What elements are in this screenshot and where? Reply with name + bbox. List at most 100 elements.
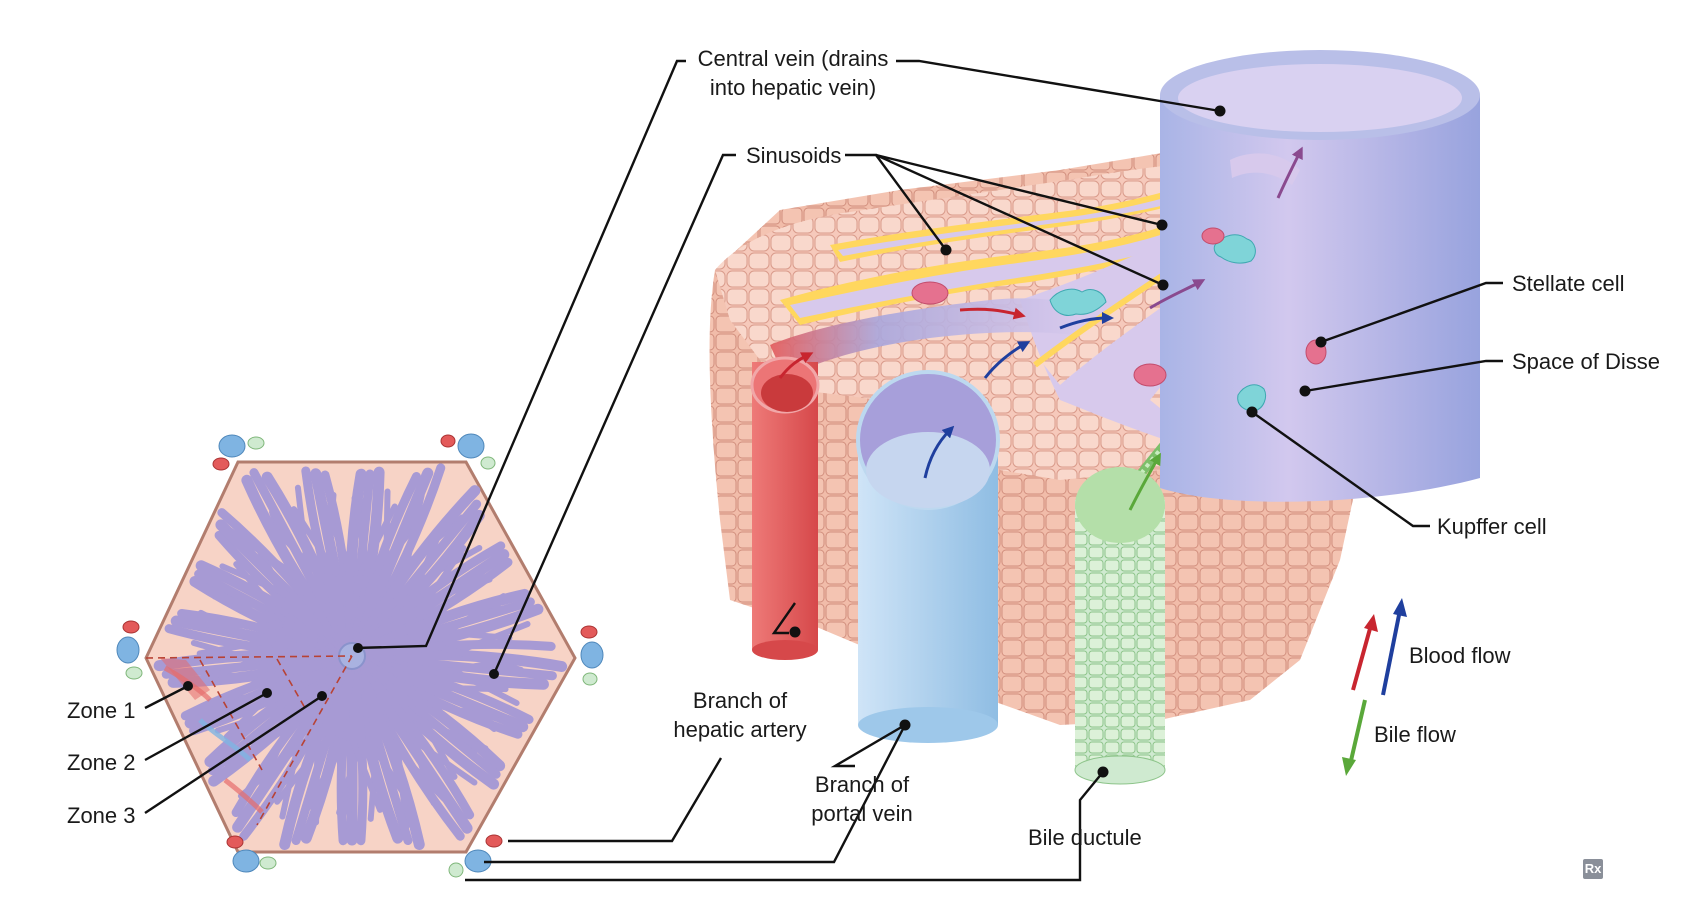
lobule-sinusoid-branch [321,500,355,578]
leader-hepatic-artery [771,602,796,635]
bile-flow-arrow [1348,699,1367,766]
portal-triad [448,834,503,878]
label-kupffer-cell: Kupffer cell [1437,514,1547,539]
leader-dot [899,719,911,731]
lobule-sinusoid-branch [351,495,372,577]
bile-ductule [1074,467,1166,785]
lobule-sinusoid-branch [400,492,425,582]
lobule-radial-sinusoids [153,463,568,851]
leader-kupffer [1251,411,1430,528]
blood-flow-arrow-red [1351,624,1373,691]
lobule-sinusoid-branch [383,488,391,577]
lobule-sinusoid-branch [241,474,349,649]
leader-portal-vein-lobule [484,724,907,864]
leader-dot [317,691,327,701]
lobule-sinusoid-branch [232,663,349,833]
lobule-sinusoid-branch [219,563,297,601]
label-stellate-cell: Stellate cell [1512,271,1625,296]
lobule-sinusoid-branch [211,593,290,616]
label-portal-vein-line2: portal vein [811,801,913,826]
lobule-sinusoid-branch [352,665,425,851]
lobule-sinusoid-branch [290,506,339,577]
label-zone2: Zone 2 [67,750,136,775]
lobule-sinusoid-branch [332,735,353,819]
zone-boundary-lines [145,655,353,826]
label-hepatic-artery-line1: Branch of [692,688,788,713]
portal-triad [580,625,604,686]
leader-dot [262,688,272,698]
lobule-sinusoid-branch [434,655,520,676]
flow-legend [1342,598,1407,776]
label-hepatic-artery-line2: hepatic artery [673,717,807,742]
lobule-sinusoid-branch [417,698,499,722]
leader-central-vein [354,59,686,650]
leader-dot [1097,766,1109,778]
hexagonal-lobule [144,460,577,854]
lobule-sinusoid-branch [310,468,355,646]
leader-dot [1156,219,1168,231]
lobule-sinusoid-branch [206,668,276,716]
lobule-sinusoid-branch [400,730,478,786]
portal-triad [440,433,496,470]
label-zone1: Zone 1 [67,698,136,723]
lobule-sinusoid-branch [355,663,473,834]
label-portal-vein-line1: Branch of [814,772,910,797]
lobule-sinusoid-branch [227,527,304,583]
leader-portal-vein [830,723,906,768]
lobule-sinusoid-branch [215,519,347,651]
leader-dot [1315,336,1327,348]
leader-dot [353,643,363,653]
lobule-sinusoid-branch [409,713,489,752]
leader-dot [940,244,952,256]
lobule-sinusoid-branch [363,639,556,659]
label-portal-vein: Branch of portal vein [792,770,932,828]
label-central-vein-line2: into hepatic vein) [709,75,877,100]
blood-flow-arrowhead-red [1364,614,1378,632]
leader-dots [183,105,1327,778]
bile-flow-arrowhead [1342,757,1356,776]
leader-dot [1157,279,1169,291]
leader-dot [1214,105,1226,117]
leader-dot [183,681,193,691]
portal-triad [226,835,277,873]
leader-sinusoids [875,153,1163,227]
leader-dot [1299,385,1311,397]
label-hepatic-artery: Branch of hepatic artery [660,686,820,744]
leader-dot [1246,406,1258,418]
kupffer-cell [1049,234,1267,412]
lobule-sinusoid-branch [438,644,524,673]
leader-hepatic-artery-lobule [508,757,723,843]
leader-sinusoids-lobule [492,153,736,675]
lobule-sinusoid-branch [425,684,509,693]
lobule-sinusoid-branch [240,697,289,764]
portal-triad [116,620,143,680]
lobule-sinusoid-branch [355,485,481,649]
label-central-vein: Central vein (drains into hepatic vein) [693,44,893,102]
leader-dot [789,626,801,638]
lobule-sinusoid-branch [365,735,414,808]
zone1-region [223,778,264,814]
label-central-vein-line1: Central vein (drains [697,46,889,71]
leader-bile-ductule [1078,771,1104,820]
portal-to-sinusoid-flow [770,298,1080,378]
rx-logo: Rx [1583,859,1603,879]
blood-flow-arrow-blue [1381,609,1402,696]
leader-disse [1304,359,1503,393]
lobule-sinusoid-branch [187,653,269,689]
label-bile-ductule: Bile ductule [1028,825,1142,850]
leader-zone1 [144,684,189,710]
blood-flow-arrowhead-blue [1393,598,1407,617]
label-blood-flow: Blood flow [1409,643,1511,668]
label-space-of-disse: Space of Disse [1512,349,1660,374]
zone1-region [198,718,252,762]
lobule-sinusoid-branch [352,467,434,647]
internal-flow-arrows [778,146,1303,511]
lobule-sinusoid-branch [417,545,467,614]
leader-central-vein-3d [896,59,1221,113]
leader-zone3 [144,694,323,815]
label-sinusoids: Sinusoids [746,143,842,168]
leader-stellate [1320,281,1503,344]
leader-lines [144,59,1503,882]
lobule-sinusoid-branch [409,520,447,599]
